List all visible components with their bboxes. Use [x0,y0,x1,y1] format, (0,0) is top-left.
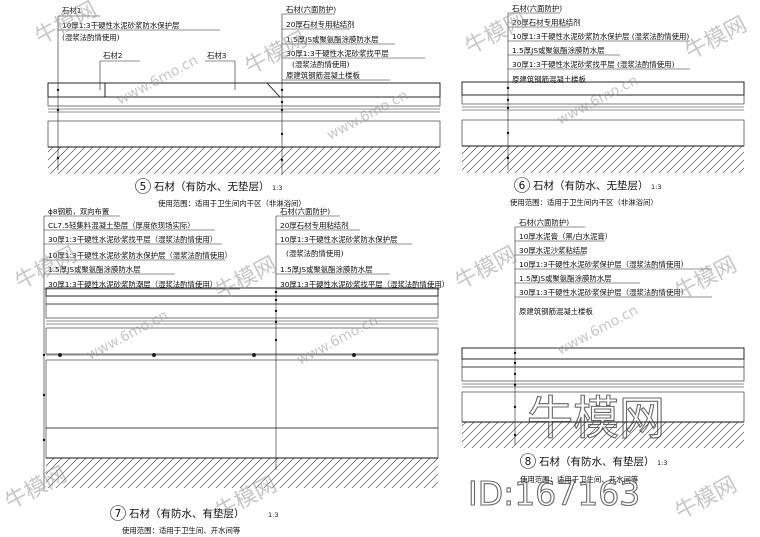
detail-7-label-r5: 30厚1:3干硬性水泥砂浆找平层（湿浆法酌情使用） [280,280,449,289]
detail-6-adhesive-layer [461,94,745,105]
detail-6-label-5: 原建筑钢筋混凝土楼板 [512,75,587,84]
detail-5-left-leader: 石材1 10厚1:3干硬性水泥砂浆防水保护层 (湿浆法酌情使用) [56,6,220,170]
detail-8-scale: 1:3 [657,459,667,467]
detail-6: 石材(六面防护) 20厚石材专用粘结剂 10厚1:3干硬性水泥砂浆防水保护层 (… [461,4,745,207]
detail-5-label-r1: 20厚石材专用粘结剂 [286,20,355,29]
detail-5-title-text: 石材（有防水、无垫层） [154,180,270,193]
detail-8: 石材(六面防护) 10厚水泥膏（黑/白水泥膏） 30厚水泥沙浆粘结层 10厚1:… [461,218,745,484]
detail-5-label-r2: 1.5厚JS或聚氨酯涂膜防水层 [286,35,379,44]
detail-7-moisture-layer [45,427,439,459]
detail-8-label-1: 10厚水泥膏（黑/白水泥膏） [519,232,612,241]
detail-7-left-leader: ϕ8钢筋，双向布置 CL7.5轻集料混凝土垫层（厚度依现场实际） 30厚1:3干… [42,207,240,490]
detail-7-label-l3: 10厚1:3干硬性水泥砂浆防水保护层（湿浆法酌情使用） [48,251,232,260]
detail-8-leader: 石材(六面防护) 10厚水泥膏（黑/白水泥膏） 30厚水泥沙浆粘结层 10厚1:… [513,218,712,445]
detail-6-screed-layer [461,119,745,147]
watermark-brand-11: 牛模网 [671,472,741,525]
detail-5-label-r3: 30厚1:3干硬性水泥砂浆找平层 [286,49,389,58]
detail-5-label-r5: 原建筑钢筋混凝土楼板 [286,71,361,80]
detail-7-label-l2: 30厚1:3干硬性水泥砂浆找平层（湿浆法酌情使用） [48,235,217,244]
detail-5-label-stone1: 石材1 [62,6,82,15]
watermark-big-brand: 牛模网 [527,391,665,445]
detail-5-label-r4: (湿浆法酌情使用) [292,60,350,69]
detail-6-label-3: 1.5厚JS或聚氨酯涂膜防水层 [512,46,605,55]
detail-8-label-3: 10厚1:3干硬性水泥砂浆保护层（湿浆法酌情使用） [519,260,688,269]
detail-7-lightweight-fill [45,359,439,429]
detail-7-label-l5: 30厚1:3干硬性水泥砂浆防潮层（湿浆法酌情使用） [48,280,217,289]
detail-7-adhesive-layer [45,295,439,305]
detail-6-title: 6 石材（有防水、无垫层） 1:3 使用范围：适用于卫生间内干区（非淋浴间） [510,177,661,207]
detail-8-title-text: 石材（有防水、有垫层） [539,455,655,468]
detail-8-label-0: 石材(六面防护) [519,218,569,227]
watermark-site-2: www.6mo.cn [324,87,410,143]
detail-5-title: 5 石材（有防水、无垫层） 1:3 使用范围：适用于卫生间内干区（非淋浴间） [135,178,306,208]
detail-7-usage: 使用范围：适用于卫生间、开水间等 [122,526,241,535]
detail-7-label-r0: 石材(六面防护) [280,207,330,216]
detail-8-stone-layer [461,347,745,360]
detail-5-slab [48,147,440,174]
detail-6-label-2: 10厚1:3干硬性水泥砂浆防水保护层 (湿浆法酌情使用) [512,32,689,41]
detail-5-adhesive-layer [47,96,441,107]
detail-7-protect-layer [45,303,439,319]
detail-5-screed-layer [47,120,441,148]
detail-5-label-r0: 石材(六面防护) [286,5,336,14]
detail-8-number: 8 [525,456,532,468]
detail-7-scale: 1:3 [268,511,278,519]
detail-5-number: 5 [140,181,147,193]
watermark-brand-7: 牛模网 [451,242,521,295]
detail-7-title: 7 石材（有防水、有垫层） 1:3 使用范围：适用于卫生间、开水间等 [110,505,278,535]
detail-5-scale: 1:3 [272,184,282,192]
detail-8-bond-layer [461,366,745,382]
detail-7-label-l1: CL7.5轻集料混凝土垫层（厚度依现场实际） [48,221,195,230]
watermark-id: ID:167163 [468,474,640,513]
detail-5-label-protect: 10厚1:3干硬性水泥砂浆防水保护层 [62,21,179,30]
detail-7-right-leader: 石材(六面防护) 20厚石材专用粘结剂 10厚1:3干硬性水泥砂浆防水保护层 (… [274,207,449,470]
detail-7-label-r1: 20厚石材专用粘结剂 [280,221,349,230]
detail-7-rebar-row [46,353,438,357]
detail-5-label-stone2: 石材2 [103,51,122,60]
watermark-brand-9: 牛模网 [1,462,71,515]
detail-5: 石材1 10厚1:3干硬性水泥砂浆防水保护层 (湿浆法酌情使用) 石材2 石材3 [47,5,441,208]
detail-7-label-l4: 1.5厚JS或聚氨酯涂膜防水层 [48,265,141,274]
detail-8-label-5: 30厚1:3干硬性水泥砂浆保护层（湿浆法酌情使用） [519,288,688,297]
detail-8-cement-paste [461,358,745,368]
detail-7-label-r3: (湿浆法酌情使用) [286,249,344,258]
detail-6-slab [462,146,744,173]
detail-8-label-4: 1.5厚JS或聚氨酯涂膜防水层 [519,274,612,283]
detail-5-usage: 使用范围：适用于卫生间内干区（非淋浴间） [158,199,306,208]
detail-8-label-6: 原建筑钢筋混凝土楼板 [519,307,594,316]
detail-8-title: 8 石材（有防水、有垫层） 1:3 使用范围：适用于卫生间、开水间等 [520,453,667,484]
detail-6-title-text: 石材（有防水、无垫层） [533,179,649,192]
watermark-brand-4: 牛模网 [681,12,751,65]
detail-6-usage: 使用范围：适用于卫生间内干区（非淋浴间） [510,198,658,207]
detail-7-label-r4: 1.5厚JS或聚氨酯涂膜防水层 [280,265,373,274]
detail-7-title-text: 石材（有防水、有垫层） [129,507,245,520]
detail-7-label-r2: 10厚1:3干硬性水泥砂浆防水保护层 [280,235,397,244]
detail-8-usage: 使用范围：适用于卫生间、开水间等 [520,475,639,484]
detail-6-label-4: 30厚1:3干硬性水泥砂浆找平层 (湿浆法酌情使用) [512,60,675,69]
detail-5-stone-layer [47,82,441,98]
detail-6-scale: 1:3 [651,183,661,191]
detail-7-label-l0: ϕ8钢筋，双向布置 [48,207,109,216]
detail-5-right-leader: 石材(六面防护) 20厚石材专用粘结剂 1.5厚JS或聚氨酯涂膜防水层 30厚1… [280,5,425,175]
detail-5-label-wet: (湿浆法酌情使用) [62,33,120,42]
detail-8-label-2: 30厚水泥沙浆粘结层 [519,246,588,255]
detail-5-label-stone3: 石材3 [207,51,227,60]
detail-7-screed-layer [45,327,439,355]
detail-7-number: 7 [115,508,122,520]
detail-7: ϕ8钢筋，双向布置 CL7.5轻集料混凝土垫层（厚度依现场实际） 30厚1:3干… [42,207,449,535]
detail-7-slab [46,458,438,488]
detail-6-label-0: 石材(六面防护) [512,4,562,13]
detail-8-slab [462,422,744,448]
detail-5-mid-leaders: 石材2 石材3 [99,51,236,90]
detail-6-number: 6 [519,180,526,192]
detail-6-leader: 石材(六面防护) 20厚石材专用粘结剂 10厚1:3干硬性水泥砂浆防水保护层 (… [506,4,690,170]
detail-6-label-1: 20厚石材专用粘结剂 [512,18,581,27]
